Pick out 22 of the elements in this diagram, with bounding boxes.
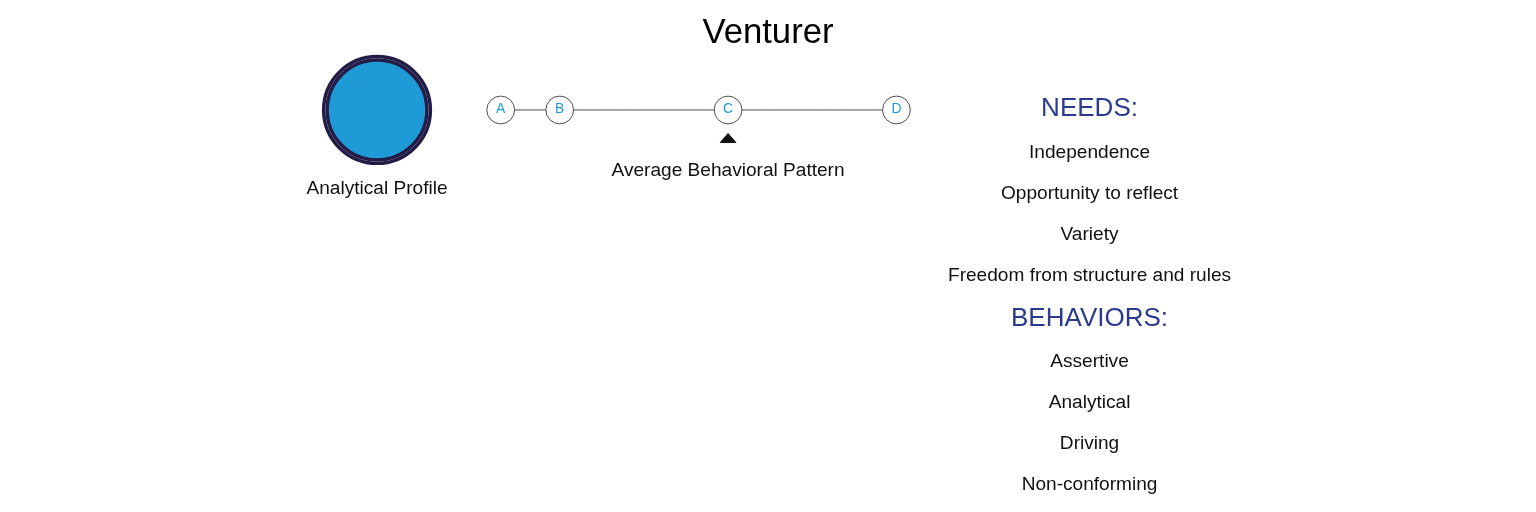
label: Opportunity to reflect — [1001, 182, 1179, 204]
label: Analytical Profile — [306, 176, 448, 198]
node-picture — [321, 54, 433, 166]
label: Variety — [1060, 222, 1119, 244]
connector — [741, 109, 883, 111]
node-triangle — [719, 132, 737, 143]
diagram-title: Venturer — [702, 11, 834, 50]
connector — [514, 109, 547, 111]
label: Non-conforming — [1021, 472, 1158, 494]
node-circle: A — [486, 95, 515, 125]
label: Freedom from structure and rules — [948, 263, 1232, 285]
connector — [573, 109, 715, 111]
label: Assertive — [1050, 350, 1129, 372]
node-circle: C — [713, 95, 743, 125]
label: Driving — [1059, 431, 1120, 453]
label: Independence — [1029, 141, 1151, 163]
node-circle: D — [882, 95, 911, 125]
label: NEEDS: — [1041, 92, 1138, 123]
label: Analytical — [1048, 391, 1131, 413]
node-circle: B — [545, 95, 575, 125]
label: BEHAVIORS: — [1011, 301, 1169, 332]
label: Average Behavioral Pattern — [611, 158, 845, 180]
